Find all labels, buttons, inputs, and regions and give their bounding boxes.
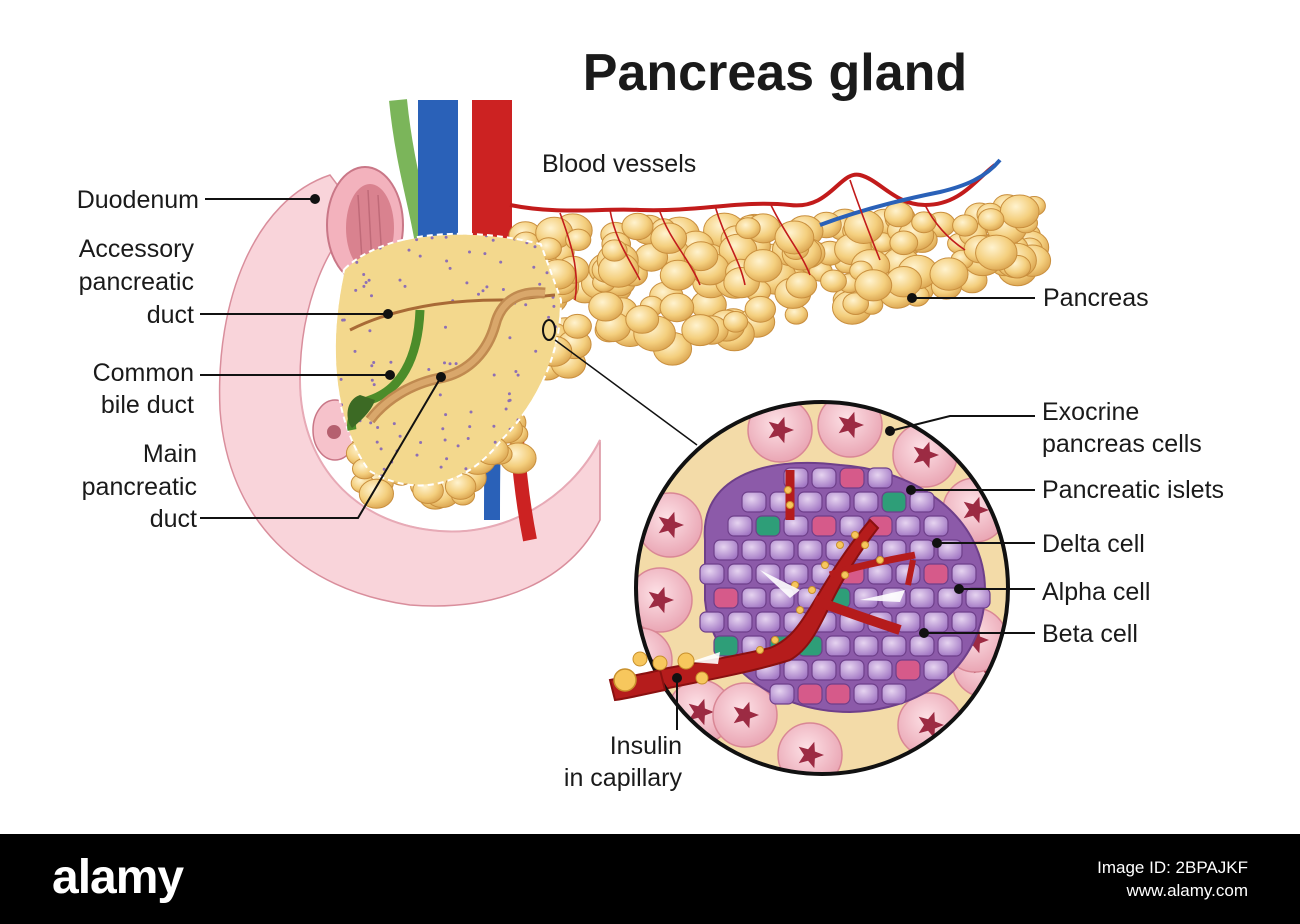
- label-accessory-line2: pancreatic: [79, 268, 194, 296]
- pancreas-illustration: Pancreas gland: [77, 44, 1224, 792]
- label-common-bile-line2: bile duct: [101, 391, 194, 419]
- label-duodenum: Duodenum: [77, 186, 199, 214]
- label-exocrine-line1: Exocrine: [1042, 398, 1139, 426]
- label-main-duct-line2: pancreatic: [82, 473, 197, 501]
- label-pancreatic-islets: Pancreatic islets: [1042, 476, 1224, 504]
- label-delta-cell: Delta cell: [1042, 530, 1145, 558]
- label-beta-cell: Beta cell: [1042, 620, 1138, 648]
- diagram-title: Pancreas gland: [583, 44, 967, 102]
- surface-arteries: [509, 158, 1002, 301]
- label-leaders: [200, 194, 1035, 730]
- image-id-block: Image ID: 2BPAJKF www.alamy.com: [1097, 856, 1248, 902]
- labels: Duodenum Accessory pancreatic duct Commo…: [77, 150, 1224, 792]
- label-insulin-line1: Insulin: [610, 732, 682, 760]
- watermark-footer: alamy Image ID: 2BPAJKF www.alamy.com: [0, 834, 1300, 924]
- label-accessory-line1: Accessory: [79, 235, 195, 263]
- label-exocrine-line2: pancreas cells: [1042, 430, 1202, 458]
- label-common-bile-line1: Common: [93, 359, 194, 387]
- label-insulin-line2: in capillary: [564, 764, 683, 792]
- image-id: Image ID: 2BPAJKF: [1097, 858, 1248, 877]
- label-pancreas: Pancreas: [1043, 284, 1149, 312]
- islet-magnified-view: [608, 400, 1010, 776]
- label-main-duct-line3: duct: [150, 505, 197, 533]
- label-alpha-cell: Alpha cell: [1042, 578, 1150, 606]
- brand-logo: alamy: [52, 851, 184, 904]
- zoom-indicator: [542, 319, 698, 446]
- label-accessory-line3: duct: [147, 301, 194, 329]
- label-blood-vessels: Blood vessels: [542, 150, 696, 178]
- site-url: www.alamy.com: [1126, 881, 1248, 900]
- label-main-duct-line1: Main: [143, 440, 197, 468]
